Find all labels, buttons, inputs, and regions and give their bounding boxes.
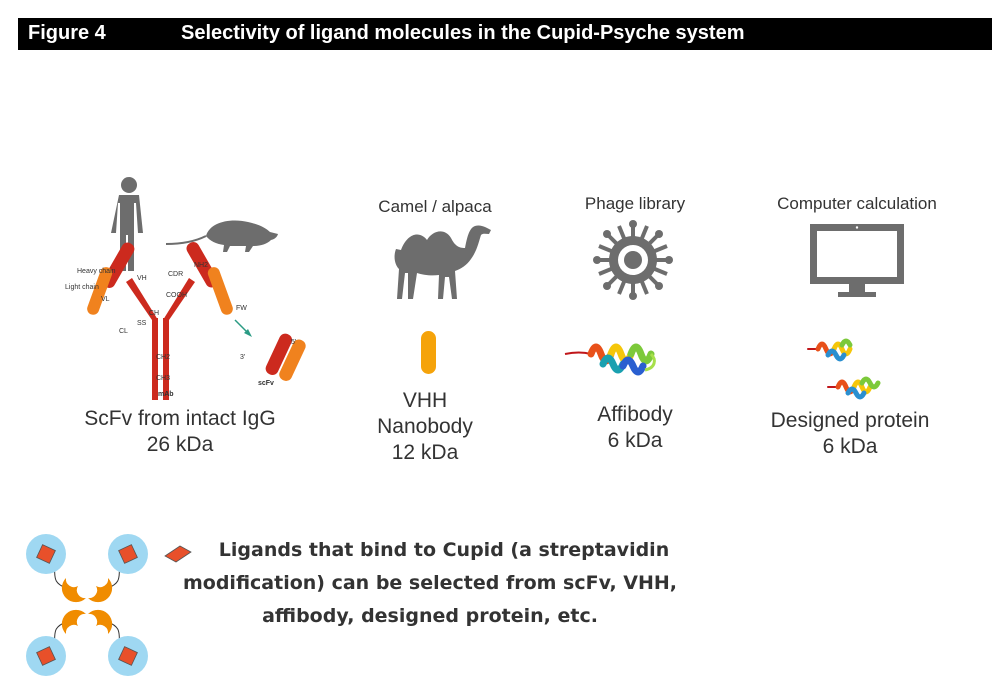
monitor-icon [810,224,904,297]
affibody-structure [564,343,656,376]
scfv-name: ScFv from intact IgG [84,407,276,430]
label-scfv: scFv [258,380,274,387]
human-icon [111,177,143,271]
figure-title: Selectivity of ligand molecules in the C… [181,22,745,44]
label-mab: mAb [158,391,174,398]
affibody-weight: 6 kDa [607,429,663,452]
designed-protein-weight: 6 kDa [822,435,878,458]
cupid-subunits [61,578,113,634]
camel-source-label: Camel / alpaca [378,197,492,216]
label-nh2: NH2 [194,262,209,269]
vhh-name: VHH [402,389,448,412]
vhh-caption: VHH Nanobody 12 kDa [345,388,505,466]
camel-icon [394,225,491,299]
affibody-caption: Affibody 6 kDa [555,402,715,454]
igg-illustration [87,177,306,400]
label-vh: VH [137,275,147,282]
label-fw: FW [236,305,247,312]
virus-icon [593,220,673,300]
label-ch: CH [149,310,160,317]
ligand-diamond-icon [164,545,192,563]
label-ch2: CH2 [156,354,171,361]
ligand-diamonds [36,544,138,666]
scfv-fragment [234,319,306,381]
label-cooh: COOH [166,292,187,299]
designed-protein-structure [807,338,881,400]
nanobody-shape [421,331,436,374]
scfv-caption: ScFv from intact IgG 26 kDa [60,406,300,458]
ligand-selection-note: Ligands that bind to Cupid (a streptavid… [170,534,690,633]
rat-icon [165,220,278,252]
cupid-tetramer-illustration [26,534,148,676]
note-line-1: Ligands that bind to Cupid (a streptavid… [218,539,670,561]
label-cdr: CDR [168,271,184,278]
antibody-light-chains [87,267,233,315]
label-cl: CL [119,328,128,335]
label-ss: SS [137,320,147,327]
label-heavy-chain: Heavy chain [77,268,116,275]
label-vl: VL [101,296,110,303]
figure-header: Figure 4 Selectivity of ligand molecules… [18,18,992,50]
note-line-2: modification) can be selected from scFv,… [182,572,678,594]
affibody-name: Affibody [597,403,673,426]
vhh-weight: 12 kDa [391,441,459,464]
computer-source-label: Computer calculation [777,194,937,213]
label-ch3: CH3 [156,375,171,382]
label-3-prime: 3' [240,354,246,361]
scfv-weight: 26 kDa [146,433,214,456]
label-5-prime: 5' [291,339,297,346]
designed-protein-caption: Designed protein 6 kDa [745,408,955,460]
label-light-chain: Light chain [65,284,99,291]
phage-source-label: Phage library [584,194,686,213]
nanobody-name: Nanobody [377,415,473,438]
note-line-3: affibody, designed protein, etc. [262,605,598,627]
designed-protein-name: Designed protein [770,409,930,432]
figure-number: Figure 4 [28,22,106,44]
